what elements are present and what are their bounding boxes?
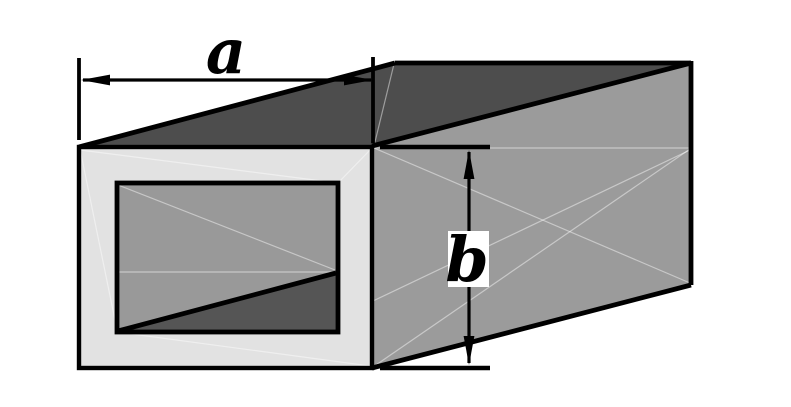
dimension-b-label: b — [445, 223, 488, 296]
top-side-edge — [371, 60, 692, 149]
dimension-a-label: a — [206, 15, 246, 88]
top-face — [79, 63, 691, 147]
mesh-line — [117, 184, 336, 271]
mesh-line — [373, 147, 691, 284]
mesh-line — [372, 149, 691, 302]
mesh-line — [79, 148, 118, 331]
dim-a-arrow-left-icon — [81, 74, 110, 86]
top-face-left-edge — [78, 60, 396, 150]
dimension-b: b — [380, 144, 490, 371]
body-edges — [76, 60, 694, 371]
mesh-lines — [79, 63, 691, 368]
tube-body — [79, 63, 691, 368]
mesh-line — [79, 149, 339, 184]
mesh-line — [337, 148, 372, 184]
inner-bottom-wall-edge — [117, 270, 337, 334]
dim-a-arrow-right-icon — [344, 74, 373, 86]
mesh-line — [373, 63, 395, 147]
dimension-a: a — [77, 15, 375, 143]
bottom-right-edge — [371, 282, 692, 371]
dim-b-arrow-up-icon — [463, 150, 475, 179]
front-face-outline — [76, 144, 375, 371]
inner-opening-outline — [114, 180, 341, 335]
dim-b-label-background — [448, 231, 489, 287]
front-face — [79, 147, 372, 368]
dim-b-arrow-down-icon — [463, 336, 475, 365]
side-face — [372, 63, 691, 368]
mesh-line — [116, 331, 371, 367]
mesh-line — [372, 148, 691, 368]
